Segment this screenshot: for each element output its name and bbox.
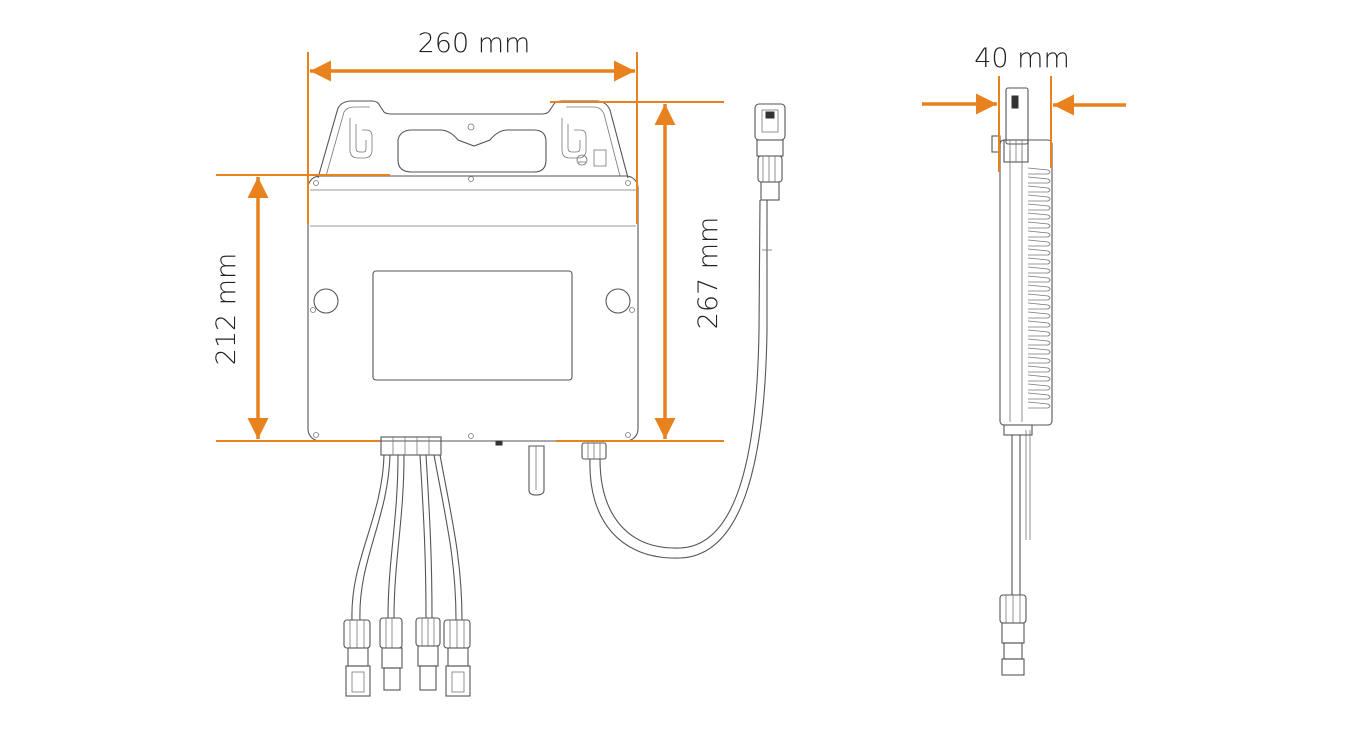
body-height-label: 212 mm: [211, 253, 242, 366]
heatsink-fin: [1027, 338, 1051, 346]
heatsink-fin: [1027, 329, 1051, 337]
heatsink-fin: [1027, 275, 1051, 283]
heatsink-fin: [1027, 392, 1051, 400]
heatsink-fin: [1027, 212, 1051, 220]
inverter-body: [307, 175, 639, 442]
heatsink-fin: [1027, 320, 1051, 328]
heatsink-fin: [1027, 302, 1051, 310]
label-panel: [372, 270, 573, 381]
heatsink-fin: [1027, 293, 1051, 301]
dc-plug-4: [443, 619, 471, 697]
dc-plug-3: [415, 617, 441, 691]
side-ac-connector: [1005, 87, 1029, 145]
heatsink-fin: [1027, 185, 1051, 193]
dc-plug-1: [343, 619, 371, 697]
mounting-bracket: [317, 100, 629, 179]
depth-label: 40 mm: [974, 43, 1070, 74]
dc-connector-block: [380, 436, 442, 456]
heatsink-fin: [1027, 248, 1051, 256]
heatsink-fin: [1027, 356, 1051, 364]
heatsink-fin: [1027, 257, 1051, 265]
breather-valve: [528, 445, 545, 496]
heatsink-fin: [1027, 365, 1051, 373]
total-height-label: 267 mm: [693, 217, 724, 330]
heatsink-fin: [1027, 221, 1051, 229]
heatsink-fin: [1027, 284, 1051, 292]
heatsink-fin: [1027, 176, 1051, 184]
front-view: [307, 100, 786, 697]
dc-cable-3: [419, 454, 427, 619]
heatsink-fin: [1027, 401, 1051, 409]
hook-slot-left: [349, 118, 373, 159]
heatsink-fin: [1027, 194, 1051, 202]
heatsink-fin: [1027, 203, 1051, 211]
width-label: 260 mm: [418, 28, 531, 59]
ground-screw: [576, 154, 588, 166]
dc-cable-2: [387, 454, 399, 619]
hook-slot-right: [561, 118, 587, 159]
dc-cable-4: [433, 454, 457, 621]
side-dc-plug: [999, 594, 1027, 676]
side-view: [991, 87, 1053, 676]
heatsink-fin: [1027, 374, 1051, 382]
ac-connector: [754, 103, 786, 201]
dimension-lines: [216, 52, 1126, 442]
heatsink-fin: [1027, 239, 1051, 247]
ac-cable: [589, 200, 768, 559]
heatsink-fin: [1027, 167, 1051, 175]
heatsink-fin: [1027, 347, 1051, 355]
vent-right: [605, 288, 631, 314]
heatsink-fin: [1027, 311, 1051, 319]
heatsink-fin: [1027, 230, 1051, 238]
heatsink-fins: [1027, 167, 1051, 409]
vent-left: [313, 288, 339, 314]
dc-plug-2: [379, 617, 403, 691]
bracket-cutout: [397, 129, 547, 173]
dc-cable-1: [351, 454, 385, 621]
heatsink-fin: [1027, 383, 1051, 391]
heatsink-fin: [1027, 266, 1051, 274]
